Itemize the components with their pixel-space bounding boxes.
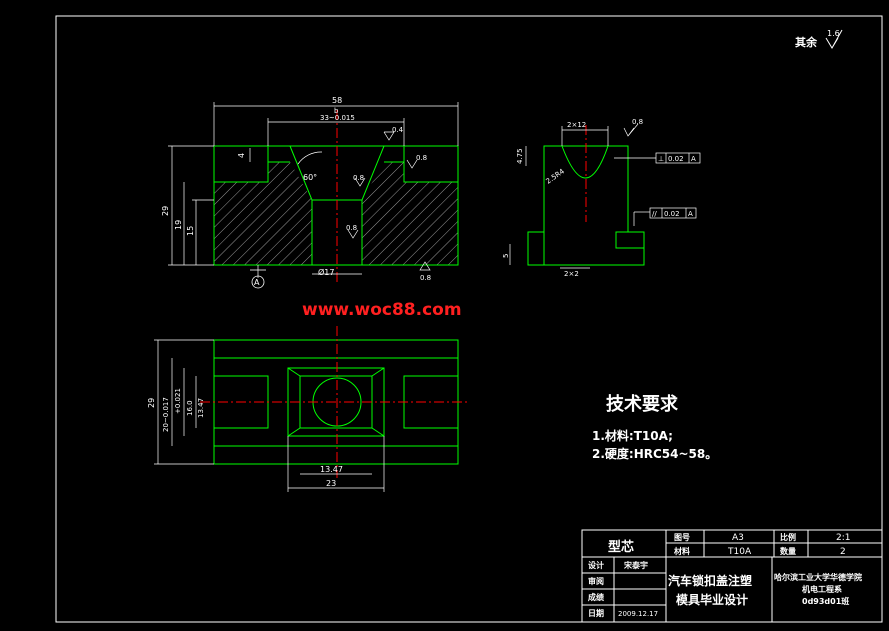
- tb-grade-label: 成绩: [588, 592, 604, 602]
- tb-school-line2: 机电工程系: [802, 584, 842, 594]
- dim-bore-dia: Ø17: [318, 267, 334, 277]
- roughness-note: 其余 1.6: [795, 29, 843, 49]
- tb-material: T10A: [727, 547, 752, 557]
- top-dim-b: 16.0: [186, 400, 194, 416]
- dim-slot-width: 33~0.015: [320, 114, 355, 122]
- tb-project-line2: 模具毕业设计: [676, 592, 748, 607]
- side-dim-radius: 2.5R4: [545, 167, 567, 186]
- side-view: 2×12 4.75 2.5R4 5 2×2 0.8 ⊥ 0.02 A // 0.…: [502, 118, 701, 278]
- roughness-a: 0.4: [392, 126, 404, 134]
- tech-item-1: 1.材料:T10A;: [592, 428, 673, 443]
- dim-depth-small: 4: [237, 153, 246, 158]
- watermark: www.woc88.com: [302, 300, 462, 320]
- side-dim-depth: 4.75: [516, 148, 524, 164]
- tb-school-line1: 哈尔滨工业大学华德学院: [774, 572, 862, 582]
- svg-text:0.02: 0.02: [664, 210, 680, 218]
- datum-label: A: [254, 278, 260, 287]
- side-roughness: 0.8: [632, 118, 643, 126]
- top-view: 29 20~0.017 +0.021 16.0 13.47 13.47 23: [147, 326, 470, 492]
- roughness-c: 0.8: [346, 224, 357, 232]
- tb-qty: 2: [840, 547, 846, 557]
- dim-sub: b: [334, 107, 339, 115]
- top-dim-width-inner: 13.47: [320, 465, 343, 474]
- tb-date: 2009.12.17: [618, 610, 658, 618]
- tech-requirements: 技术要求 1.材料:T10A; 2.硬度:HRC54~58。: [592, 393, 717, 461]
- tolerance-frame-parallel: // 0.02 A: [649, 207, 697, 219]
- dim-angle: 60°: [303, 173, 317, 182]
- dim-overall-width: 58: [332, 96, 342, 105]
- svg-text://: //: [652, 210, 657, 218]
- tb-material-label: 材料: [674, 546, 690, 556]
- tb-qty-label: 数量: [780, 546, 796, 556]
- roughness-b: 0.8: [416, 154, 427, 162]
- tb-part-name: 型芯: [608, 539, 634, 555]
- title-block: 型芯 图号 A3 比例 2:1 材料 T10A 数量 2 设计 宋泰宇 审阅 成…: [581, 529, 883, 623]
- side-dim-top-width: 2×12: [567, 121, 586, 129]
- tech-item-2: 2.硬度:HRC54~58。: [592, 446, 717, 461]
- tb-scale: 2:1: [836, 533, 850, 543]
- side-groove: [561, 145, 609, 179]
- tb-designer: 宋泰宇: [623, 560, 648, 570]
- front-section-right: [362, 162, 458, 265]
- side-dim-base-w: 2×2: [564, 270, 579, 278]
- svg-text:0.02: 0.02: [668, 155, 684, 163]
- dim-height-low: 15: [186, 226, 195, 236]
- top-dim-a: 20~0.017: [162, 397, 170, 432]
- svg-text:A: A: [688, 210, 693, 218]
- top-dim-c: 13.47: [197, 398, 205, 418]
- drawing-frame: [55, 15, 883, 623]
- top-dim-width-outer: 23: [326, 479, 336, 488]
- tb-drawing-no-label: 图号: [674, 533, 690, 542]
- svg-text:⊥: ⊥: [658, 155, 664, 163]
- tech-title: 技术要求: [606, 393, 679, 415]
- top-dim-a2: +0.021: [174, 388, 182, 414]
- tolerance-frame-perpendicular: ⊥ 0.02 A: [655, 152, 701, 164]
- front-view: 58 b 33~0.015 29 19 15 4 Ø17 60° 0.4 0.8…: [161, 96, 459, 289]
- side-dim-base-h: 5: [502, 254, 510, 258]
- svg-text:A: A: [691, 155, 696, 163]
- tb-project-line1: 汽车锁扣盖注塑: [668, 573, 752, 588]
- roughness-note-label: 其余: [795, 35, 818, 49]
- tb-design-label: 设计: [588, 560, 604, 570]
- roughness-symbol-icon: [825, 29, 843, 49]
- front-outline: [213, 145, 459, 266]
- tb-school-line3: 0d93d01班: [802, 596, 849, 606]
- side-roughness-icon: [623, 123, 639, 137]
- tb-drawing-no: A3: [732, 533, 744, 543]
- tb-review-label: 审阅: [588, 576, 604, 586]
- datum-circle-icon: [251, 275, 265, 289]
- roughness-d: 0.8: [353, 174, 364, 182]
- dim-height-mid: 19: [174, 220, 183, 230]
- dim-height-total: 29: [161, 206, 170, 216]
- side-outline: [527, 145, 645, 266]
- front-section-left: [214, 162, 312, 265]
- tb-date-label: 日期: [588, 608, 604, 618]
- roughness-note-value: 1.6: [827, 29, 840, 38]
- tb-scale-label: 比例: [780, 532, 796, 542]
- roughness-e: 0.8: [420, 274, 431, 282]
- top-dim-height-total: 29: [147, 398, 156, 408]
